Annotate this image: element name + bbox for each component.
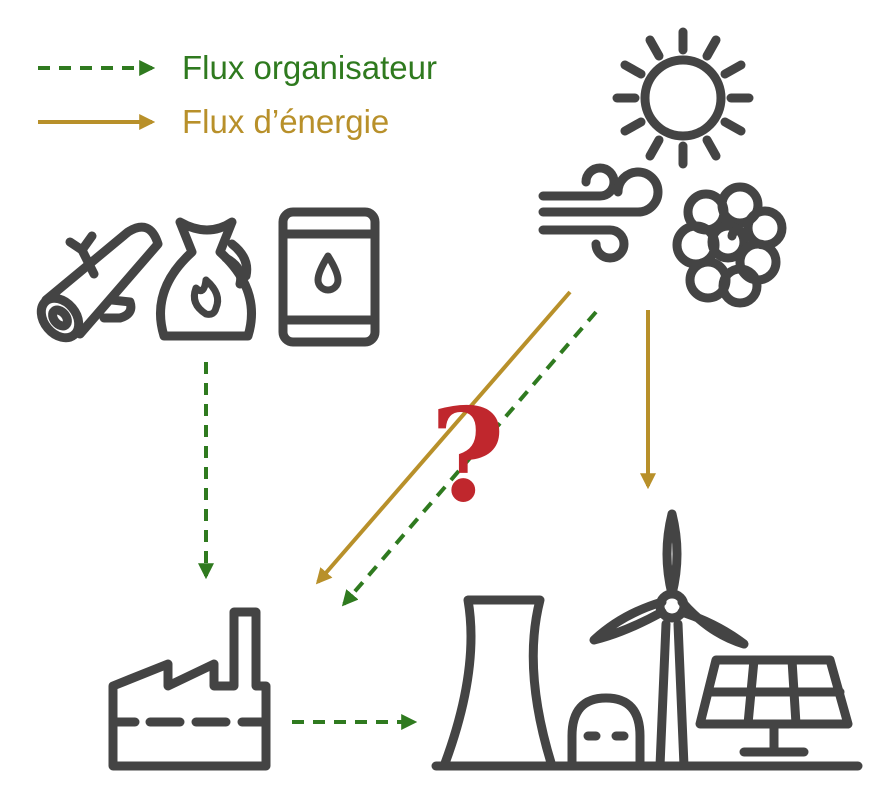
legend-label-organizing: Flux organisateur xyxy=(182,49,437,86)
legend-label-energy: Flux d’énergie xyxy=(182,103,389,140)
bag-icon xyxy=(156,217,256,341)
wind-turbine-icon xyxy=(589,509,749,771)
oil-barrel-icon xyxy=(278,207,380,347)
organizing-flow-renewable-to-factory xyxy=(341,310,598,607)
raspberry-icon xyxy=(672,182,787,308)
cooling-tower-icon xyxy=(431,595,863,771)
log-icon xyxy=(36,222,163,343)
flows xyxy=(198,290,656,730)
legend: Flux organisateur Flux d’énergie xyxy=(38,49,437,140)
question-mark: ? xyxy=(430,381,505,531)
solar-panel-icon xyxy=(695,655,853,757)
sun-icon xyxy=(612,27,754,169)
nuclear-dome-icon xyxy=(567,693,645,771)
factory-icon xyxy=(108,607,271,771)
legend-item-energy: Flux d’énergie xyxy=(38,103,389,140)
energy-flow-renewable-to-factory xyxy=(315,290,572,585)
wind-icon xyxy=(538,163,663,263)
legend-item-organizing: Flux organisateur xyxy=(38,49,437,86)
